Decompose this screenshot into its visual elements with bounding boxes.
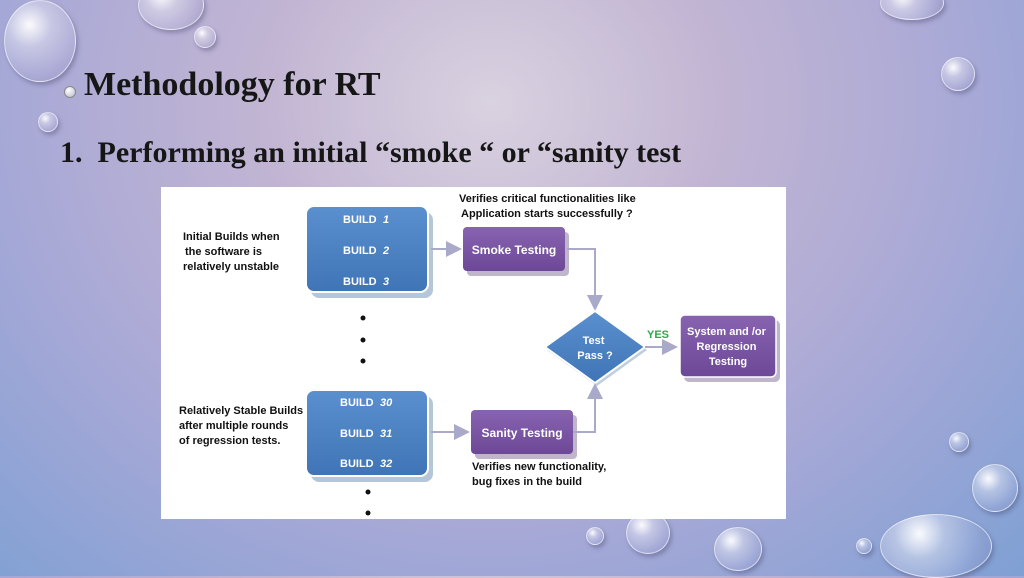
bottom-builds-box: BUILD 30 BUILD 31 BUILD 32: [305, 389, 433, 482]
top-group-note: Initial Builds when the software is rela…: [183, 231, 283, 273]
continuation-dot: [360, 315, 366, 321]
regression-testing-box: System and /or Regression Testing: [679, 314, 780, 382]
bubble-decoration: [38, 112, 58, 132]
bubble-decoration: [194, 26, 216, 48]
build-number: 30: [380, 397, 393, 409]
decision-label: Test Pass ?: [577, 335, 613, 362]
bubble-decoration: [880, 0, 944, 20]
result-label: System and /or Regression Testing: [687, 326, 769, 368]
continuation-dot: [360, 337, 366, 343]
build-label: BUILD: [343, 276, 377, 288]
flow-diagram-svg: Initial Builds when the software is rela…: [179, 193, 780, 516]
bubble-decoration: [586, 527, 604, 545]
arrow-smoke-to-decision: [567, 248, 603, 311]
arrow-sanity-to-decision: [573, 383, 603, 433]
build-label: BUILD: [340, 397, 374, 409]
build-number: 31: [380, 428, 392, 440]
continuation-dot: [360, 358, 366, 364]
build-number: 32: [380, 458, 392, 470]
bubble-decoration: [972, 464, 1018, 512]
slide-title: Methodology for RT: [84, 66, 381, 103]
slide-subtitle: 1. Performing an initial “smoke “ or “sa…: [60, 136, 682, 169]
bubble-decoration: [880, 514, 992, 578]
title-bullet: [64, 86, 76, 98]
bubble-decoration: [4, 0, 76, 82]
continuation-dot: [365, 489, 371, 495]
bubble-decoration: [714, 527, 762, 571]
bubble-decoration: [138, 0, 204, 30]
build-label: BUILD: [340, 458, 374, 470]
bottom-group-note: Relatively Stable Builds after multiple …: [179, 405, 306, 447]
smoke-testing-box: Smoke Testing: [463, 227, 569, 276]
bubble-decoration: [856, 538, 872, 554]
build-label: BUILD: [343, 245, 377, 257]
continuation-dot: [365, 510, 371, 516]
sanity-testing-box: Sanity Testing: [471, 410, 577, 459]
bubble-decoration: [941, 57, 975, 91]
build-number: 3: [383, 276, 389, 288]
sanity-testing-label: Sanity Testing: [481, 426, 562, 440]
top-builds-box: BUILD 1 BUILD 2 BUILD 3: [305, 205, 433, 298]
test-pass-decision: Test Pass ?: [543, 309, 647, 386]
smoke-note: Verifies critical functionalities like A…: [459, 193, 639, 220]
build-label: BUILD: [343, 214, 377, 226]
bubble-decoration: [949, 432, 969, 452]
yes-label: YES: [647, 329, 669, 341]
build-number: 2: [382, 245, 389, 257]
sanity-note: Verifies new functionality, bug fixes in…: [472, 461, 609, 488]
build-number: 1: [383, 214, 389, 226]
build-label: BUILD: [340, 428, 374, 440]
flow-diagram: Initial Builds when the software is rela…: [161, 187, 786, 519]
smoke-testing-label: Smoke Testing: [472, 243, 556, 257]
